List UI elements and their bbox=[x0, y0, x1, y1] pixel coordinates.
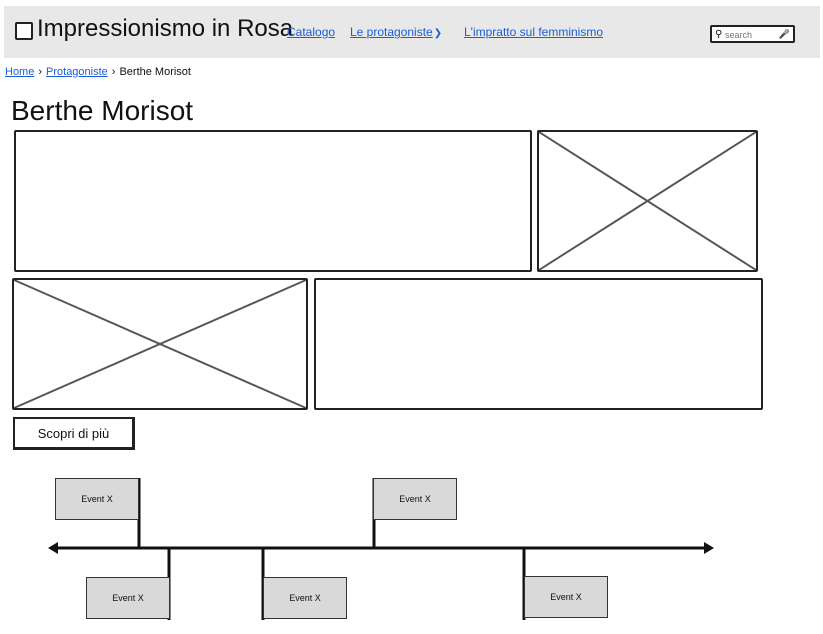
breadcrumb-protagoniste[interactable]: Protagoniste bbox=[46, 66, 108, 78]
logo-checkbox-icon bbox=[15, 22, 33, 40]
nav-link-femminismo[interactable]: L'impratto sul femminismo bbox=[464, 25, 603, 39]
brand-title[interactable]: Impressionismo in Rosa bbox=[37, 15, 294, 42]
timeline: Event X Event X Event X Event X Event X bbox=[0, 470, 823, 634]
chevron-down-icon: ❯ bbox=[433, 28, 443, 39]
timeline-event[interactable]: Event X bbox=[55, 478, 139, 520]
nav-link-catalogo[interactable]: Catalogo bbox=[287, 25, 336, 39]
search-box[interactable]: ⚲ 🎤 bbox=[710, 25, 795, 43]
microphone-icon[interactable]: 🎤 bbox=[778, 29, 790, 39]
breadcrumb-current: Berthe Morisot bbox=[119, 66, 191, 78]
breadcrumb-separator: › bbox=[111, 66, 116, 78]
breadcrumb: Home›Protagoniste›Berthe Morisot bbox=[5, 66, 191, 78]
search-icon: ⚲ bbox=[715, 29, 723, 40]
text-block-1 bbox=[14, 130, 532, 272]
text-block-2 bbox=[314, 278, 763, 410]
nav-link-protagoniste-label: Le protagoniste bbox=[350, 25, 433, 39]
breadcrumb-separator: › bbox=[38, 66, 43, 78]
top-navbar: Impressionismo in Rosa Catalogo Le prota… bbox=[4, 6, 820, 58]
page-title: Berthe Morisot bbox=[11, 95, 194, 126]
timeline-event[interactable]: Event X bbox=[373, 478, 457, 520]
timeline-event[interactable]: Event X bbox=[263, 577, 347, 619]
timeline-event[interactable]: Event X bbox=[524, 576, 608, 618]
image-placeholder-1 bbox=[537, 130, 758, 272]
nav-link-protagoniste[interactable]: Le protagoniste❯ bbox=[350, 25, 442, 39]
search-input[interactable] bbox=[725, 28, 777, 41]
discover-more-button[interactable]: Scopri di più bbox=[13, 417, 135, 450]
breadcrumb-home[interactable]: Home bbox=[5, 66, 35, 78]
image-placeholder-2 bbox=[12, 278, 308, 410]
timeline-event[interactable]: Event X bbox=[86, 577, 170, 619]
